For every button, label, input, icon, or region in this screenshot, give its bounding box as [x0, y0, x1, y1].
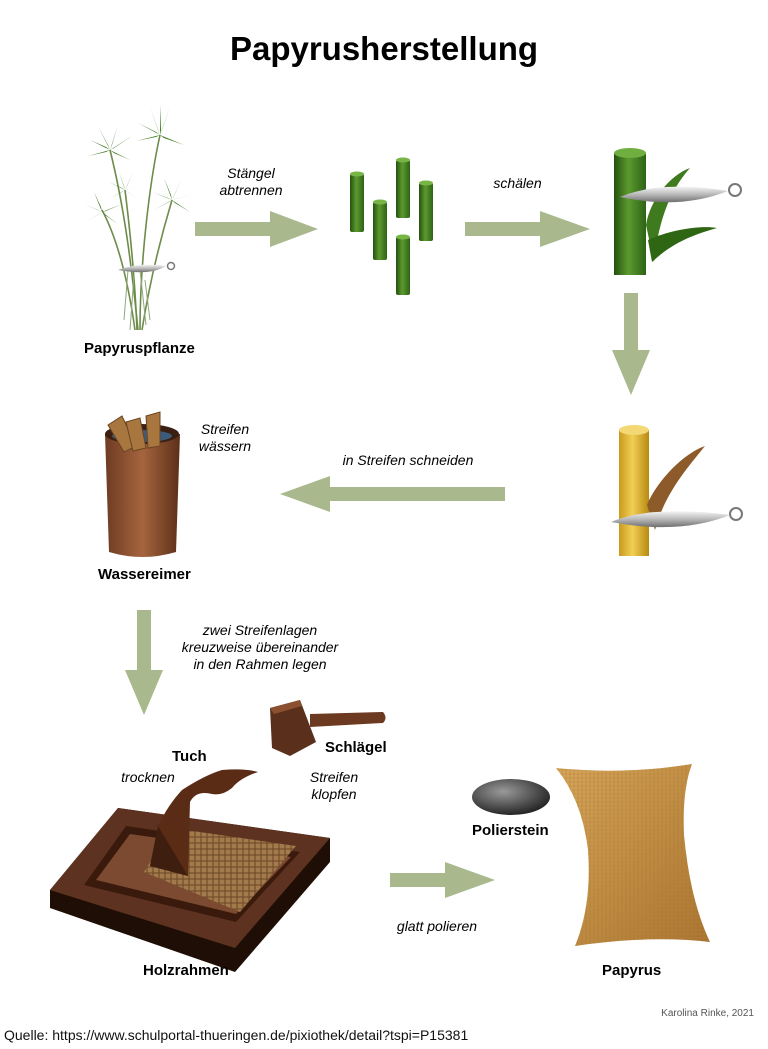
papyrus-sheet-icon	[556, 764, 710, 946]
source-link[interactable]: Quelle: https://www.schulportal-thuering…	[4, 1027, 469, 1043]
label-water-bucket: Wassereimer	[98, 566, 191, 583]
arrow-right-1	[195, 211, 318, 247]
step-beat: Streifen klopfen	[309, 769, 359, 802]
step-dry: trocknen	[121, 769, 175, 785]
cut-stems-icon	[350, 157, 433, 295]
label-papyrus-plant: Papyruspflanze	[84, 340, 195, 357]
mallet-icon	[270, 700, 386, 756]
wooden-frame-icon	[50, 769, 330, 972]
label-papyrus: Papyrus	[602, 962, 662, 979]
label-wooden-frame: Holzrahmen	[143, 962, 229, 979]
step-soak: Streifen wässern	[198, 421, 252, 454]
step-peel: schälen	[493, 175, 542, 191]
author-credit: Karolina Rinke, 2021	[661, 1008, 754, 1019]
step-cut-stems: Stängel abtrennen	[219, 165, 283, 198]
peeling-stem-icon	[614, 148, 742, 275]
arrow-down-1	[612, 293, 650, 395]
label-cloth: Tuch	[172, 748, 207, 765]
arrow-right-2	[465, 211, 590, 247]
arrow-down-2	[125, 610, 163, 715]
papyrus-plant-icon	[84, 105, 194, 331]
label-polishing-stone: Polierstein	[472, 822, 549, 839]
arrow-left-1	[280, 476, 505, 512]
polishing-stone-icon	[472, 779, 550, 815]
step-cut-strips: in Streifen schneiden	[342, 452, 474, 468]
step-polish: glatt polieren	[396, 918, 478, 934]
yellow-stem-icon	[611, 425, 743, 556]
step-layer-strips: zwei Streifenlagen kreuzweise übereinand…	[181, 622, 339, 672]
water-bucket-icon	[105, 411, 180, 557]
page-title: Papyrusherstellung	[229, 30, 539, 67]
label-mallet: Schlägel	[325, 739, 387, 756]
arrow-right-3	[390, 862, 495, 898]
